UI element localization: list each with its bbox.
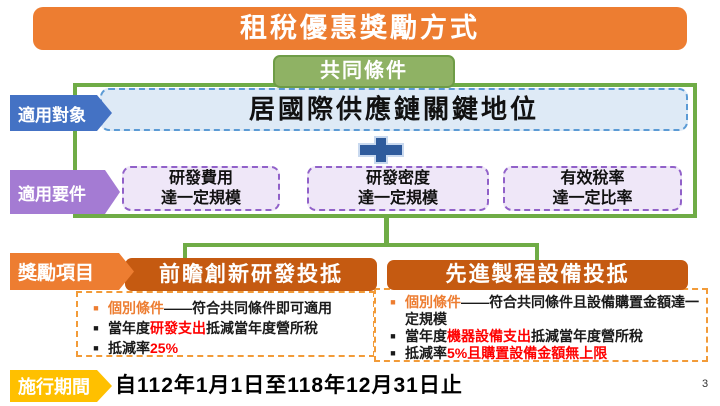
bullet-text-segment: 研發支出 xyxy=(150,320,206,336)
bullet-text-segment: 5%且購置設備金額無上限 xyxy=(447,345,608,361)
bullet-text-segment: ——符合共同條件即可適用 xyxy=(164,300,332,316)
bullet-text: 當年度機器設備支出抵減當年度營所稅 xyxy=(405,328,703,345)
incentive-header-rd-credit: 前瞻創新研發投抵 xyxy=(125,258,377,291)
period-tag: 施行期間 xyxy=(10,370,112,402)
bullet-text-segment: 當年度 xyxy=(405,328,447,344)
requirement-line: 達一定規模 xyxy=(160,189,241,207)
requirement-line: 達一定比率 xyxy=(552,189,633,207)
bullet-square-icon: ■ xyxy=(390,348,396,358)
bullet-text-segment: 抵減當年度營所稅 xyxy=(206,320,318,336)
connector-center-vertical xyxy=(384,218,389,243)
bullet-item: ■ 個別條件——符合共同條件且設備購置金額達一定規模 xyxy=(381,294,703,328)
bullet-text-segment: 抵減當年度營所稅 xyxy=(531,328,643,344)
plus-icon xyxy=(356,136,406,164)
bullet-text-segment: 抵減率 xyxy=(405,345,447,361)
requirement-line: 有效稅率 xyxy=(560,169,625,187)
incentives-tag: 獎勵項目 xyxy=(10,253,134,290)
connector-horizontal xyxy=(183,243,539,247)
bullet-square-icon: ■ xyxy=(390,331,396,341)
requirement-box-rd-density: 研發密度 達一定規模 xyxy=(307,166,489,211)
bullet-text-segment: 抵減率 xyxy=(108,340,150,356)
bullet-square-icon: ■ xyxy=(93,343,99,353)
bullet-square-icon: ■ xyxy=(93,303,99,313)
bullet-item: ■ 抵減率25% xyxy=(84,338,369,358)
bullet-text-segment: 個別條件 xyxy=(108,300,164,316)
bullet-item: ■ 當年度機器設備支出抵減當年度營所稅 xyxy=(381,328,703,345)
bullet-square-icon: ■ xyxy=(93,323,99,333)
bullet-square-icon: ■ xyxy=(390,297,396,307)
bullet-text-segment: ——符合共同條件且設備購置金額達一定規模 xyxy=(405,294,699,327)
incentive-detail-box-rd: ■ 個別條件——符合共同條件即可適用 ■ 當年度研發支出抵減當年度營所稅 ■ 抵減率25% xyxy=(76,291,375,357)
target-value-box: 居國際供應鏈關鍵地位 xyxy=(100,88,688,131)
common-condition-badge: 共同條件 xyxy=(273,55,455,88)
bullet-text: 個別條件——符合共同條件且設備購置金額達一定規模 xyxy=(405,294,703,328)
bullet-text-segment: 當年度 xyxy=(108,320,150,336)
connector-left-vertical xyxy=(183,243,187,260)
bullet-item: ■ 當年度研發支出抵減當年度營所稅 xyxy=(84,318,369,338)
bullet-text: 抵減率5%且購置設備金額無上限 xyxy=(405,345,703,362)
bullet-text: 個別條件——符合共同條件即可適用 xyxy=(108,298,369,318)
incentive-detail-box-equipment: ■ 個別條件——符合共同條件且設備購置金額達一定規模 ■ 當年度機器設備支出抵減當年度… xyxy=(374,288,708,362)
incentive-header-equipment-credit: 先進製程設備投抵 xyxy=(387,260,688,290)
bullet-text-segment: 機器設備支出 xyxy=(447,328,531,344)
bullet-item: ■ 個別條件——符合共同條件即可適用 xyxy=(84,298,369,318)
bullet-text-segment: 個別條件 xyxy=(405,294,461,310)
requirement-box-rd-expense: 研發費用 達一定規模 xyxy=(122,166,280,211)
page-title: 租稅優惠獎勵方式 xyxy=(33,7,687,50)
requirements-tag: 適用要件 xyxy=(10,170,120,214)
target-tag: 適用對象 xyxy=(10,95,112,131)
requirement-box-tax-rate: 有效稅率 達一定比率 xyxy=(503,166,682,211)
requirement-line: 達一定規模 xyxy=(357,189,438,207)
requirement-line: 研發密度 xyxy=(365,169,430,187)
connector-right-vertical xyxy=(535,243,539,262)
bullet-item: ■ 抵減率5%且購置設備金額無上限 xyxy=(381,345,703,362)
page-number: 3 xyxy=(702,378,709,390)
period-value: 自112年1月1日至118年12月31日止 xyxy=(115,374,463,397)
bullet-text-segment: 25% xyxy=(150,340,179,356)
requirement-line: 研發費用 xyxy=(168,169,233,187)
bullet-text: 抵減率25% xyxy=(108,338,369,358)
bullet-text: 當年度研發支出抵減當年度營所稅 xyxy=(108,318,369,338)
